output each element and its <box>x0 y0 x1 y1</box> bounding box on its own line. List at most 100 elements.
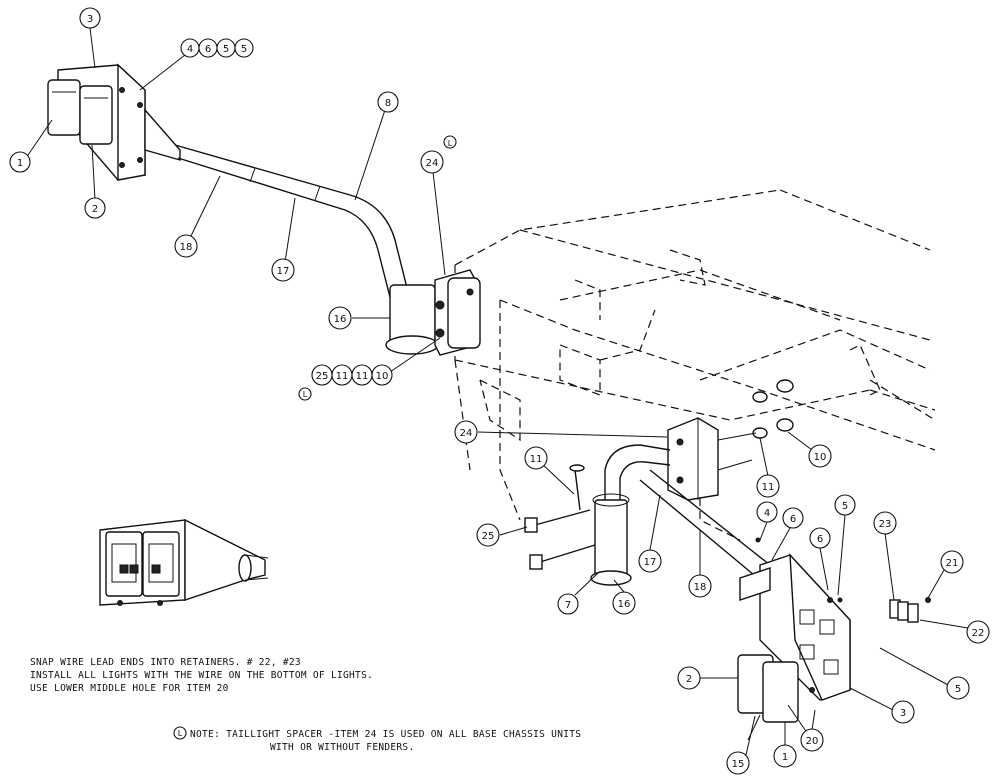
callout-3-bottom: 3 <box>891 700 915 724</box>
callout-1-bottom: 1 <box>773 744 797 768</box>
svg-text:2: 2 <box>686 674 692 685</box>
svg-text:1: 1 <box>782 752 788 763</box>
svg-text:1: 1 <box>17 158 23 169</box>
svg-text:11: 11 <box>762 482 775 493</box>
svg-text:25: 25 <box>482 531 495 542</box>
leader-lines <box>27 27 969 756</box>
callout-5-bottom: 5 <box>834 494 856 516</box>
svg-text:11: 11 <box>336 371 349 382</box>
note-marker-top: L <box>443 135 457 149</box>
callout-25-top: 25 <box>311 364 333 386</box>
svg-text:5: 5 <box>955 684 961 695</box>
svg-text:4: 4 <box>187 44 193 55</box>
svg-text:16: 16 <box>334 314 347 325</box>
svg-text:17: 17 <box>277 266 290 277</box>
svg-text:6: 6 <box>790 514 796 525</box>
callout-7: 7 <box>557 593 579 615</box>
svg-text:6: 6 <box>817 534 823 545</box>
svg-text:18: 18 <box>180 242 193 253</box>
spacer-note: NOTE: TAILLIGHT SPACER -ITEM 24 IS USED … <box>190 729 581 753</box>
callout-24-bottom: 24 <box>454 420 478 444</box>
note-marker-mid: L <box>298 387 312 401</box>
callout-11-top-b: 11 <box>351 364 373 386</box>
svg-text:10: 10 <box>376 371 389 382</box>
callout-22: 22 <box>966 620 990 644</box>
callout-2-top: 2 <box>84 197 106 219</box>
callout-25-bolt: 25 <box>476 523 500 547</box>
bottom-light-assembly <box>737 537 851 741</box>
svg-text:4: 4 <box>764 508 770 519</box>
inset-detail <box>99 518 269 606</box>
instruction-line-3: USE LOWER MIDDLE HOLE FOR ITEM 20 <box>30 683 229 694</box>
svg-text:16: 16 <box>618 599 631 610</box>
callout-20: 20 <box>800 728 824 752</box>
callout-17-bottom: 17 <box>638 549 662 573</box>
callout-17-top: 17 <box>271 258 295 282</box>
svg-text:5: 5 <box>223 44 229 55</box>
svg-text:6: 6 <box>205 44 211 55</box>
callout-10-right: 10 <box>808 444 832 468</box>
note-line-1: NOTE: TAILLIGHT SPACER -ITEM 24 IS USED … <box>190 729 581 740</box>
instruction-line-2: INSTALL ALL LIGHTS WITH THE WIRE ON THE … <box>30 670 373 681</box>
top-light-assembly <box>47 63 181 181</box>
svg-text:25: 25 <box>316 371 329 382</box>
callout-23: 23 <box>873 511 897 535</box>
nuts-washers <box>717 379 794 471</box>
bolts <box>524 464 596 570</box>
svg-text:2: 2 <box>92 204 98 215</box>
svg-text:5: 5 <box>842 501 848 512</box>
bottom-clamp <box>590 493 632 586</box>
callout-24-top: 24 <box>420 150 444 174</box>
svg-text:7: 7 <box>565 600 571 611</box>
svg-text:11: 11 <box>356 371 369 382</box>
callout-5-top-a: 5 <box>216 38 236 58</box>
svg-text:15: 15 <box>732 759 745 770</box>
callout-21: 21 <box>940 550 964 574</box>
svg-text:22: 22 <box>972 628 985 639</box>
callout-11-right: 11 <box>756 474 780 498</box>
callout-11-top-a: 11 <box>331 364 353 386</box>
svg-text:24: 24 <box>460 428 473 439</box>
note-line-2: WITH OR WITHOUT FENDERS. <box>270 742 414 753</box>
callout-3-top: 3 <box>79 7 101 29</box>
callout-5-right: 5 <box>946 676 970 700</box>
svg-text:23: 23 <box>879 519 892 530</box>
callout-1-top: 1 <box>9 151 31 173</box>
callout-4-bottom: 4 <box>756 501 778 523</box>
svg-text:8: 8 <box>385 98 391 109</box>
top-mount-tube <box>174 144 411 306</box>
bottom-spacer <box>667 417 719 501</box>
svg-text:L: L <box>178 729 183 738</box>
callout-16-bottom: 16 <box>612 591 636 615</box>
wire-retainers <box>889 597 931 623</box>
callout-4-top: 4 <box>180 38 200 58</box>
svg-text:18: 18 <box>694 582 707 593</box>
callout-6-top: 6 <box>198 38 218 58</box>
callout-18-bottom: 18 <box>688 574 712 598</box>
svg-text:5: 5 <box>241 44 247 55</box>
callout-2-bottom: 2 <box>677 666 701 690</box>
svg-text:10: 10 <box>814 452 827 463</box>
svg-text:3: 3 <box>87 14 93 25</box>
svg-text:17: 17 <box>644 557 657 568</box>
svg-text:L: L <box>303 390 308 399</box>
svg-text:3: 3 <box>900 708 906 719</box>
callout-16-top: 16 <box>328 306 352 330</box>
callout-10-top: 10 <box>371 364 393 386</box>
svg-text:21: 21 <box>946 558 959 569</box>
instruction-line-1: SNAP WIRE LEAD ENDS INTO RETAINERS. # 22… <box>30 657 301 668</box>
callout-15: 15 <box>726 751 750 775</box>
callout-11-bolt: 11 <box>524 446 548 470</box>
svg-text:20: 20 <box>806 736 819 747</box>
callout-6-bottom-b: 6 <box>809 527 831 549</box>
callout-18-top: 18 <box>174 234 198 258</box>
callout-8: 8 <box>377 91 399 113</box>
top-clamp <box>385 269 481 356</box>
callout-6-bottom-a: 6 <box>782 507 804 529</box>
callout-5-top-b: 5 <box>234 38 254 58</box>
svg-text:11: 11 <box>530 454 543 465</box>
note-marker-note: L <box>173 726 187 740</box>
svg-text:24: 24 <box>426 158 439 169</box>
svg-text:L: L <box>448 139 453 148</box>
